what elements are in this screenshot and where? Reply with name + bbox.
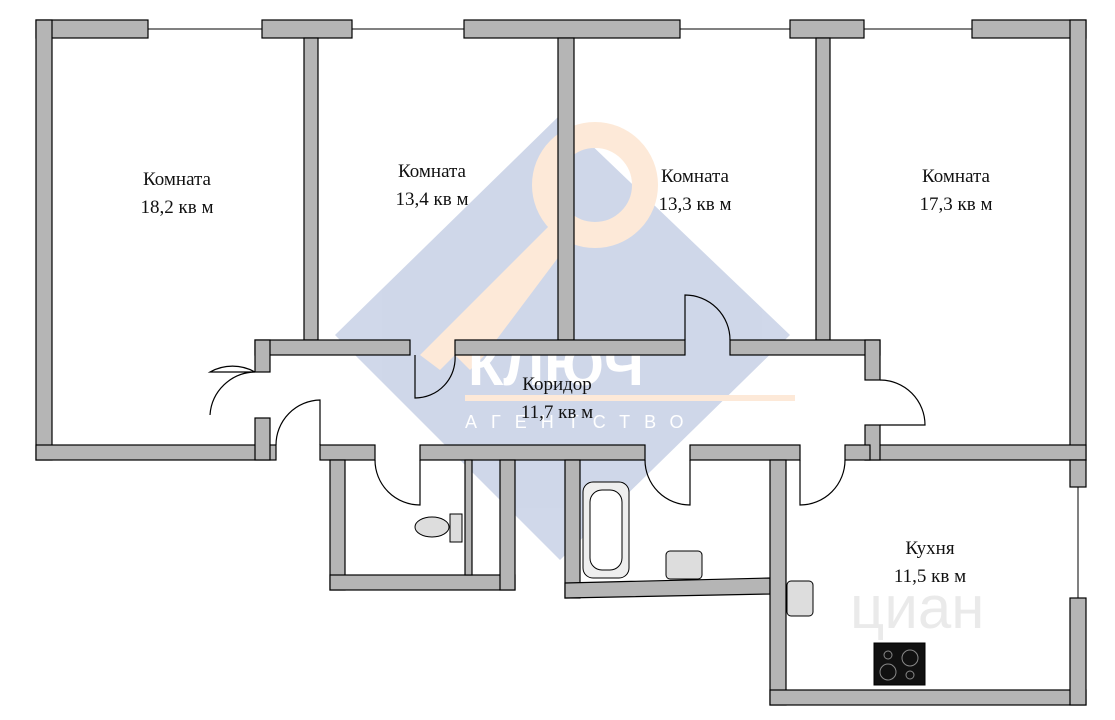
room-label: Комната 17,3 кв м	[886, 163, 1026, 219]
room-name: Комната	[143, 169, 211, 190]
doors	[207, 294, 926, 506]
cian-watermark: циан	[850, 574, 984, 641]
bathtub-icon	[582, 481, 630, 579]
room-area: 13,4 кв м	[395, 189, 469, 210]
room-area: 11,5 кв м	[893, 566, 967, 587]
room-label: Комната 13,3 кв м	[625, 163, 765, 219]
room-name: Комната	[922, 166, 990, 187]
stove-icon	[873, 642, 926, 686]
room-label: Комната 18,2 кв м	[107, 166, 247, 222]
svg-text:АГЕНТСТВО: АГЕНТСТВО	[465, 412, 698, 432]
room-area: 17,3 кв м	[919, 194, 993, 215]
room-area: 13,3 кв м	[658, 194, 732, 215]
kitchen-label: Кухня 11,5 кв м	[860, 535, 1000, 591]
windows	[148, 28, 1079, 598]
svg-text:циан: циан	[850, 574, 984, 641]
fixtures	[414, 481, 926, 686]
room-name: Комната	[398, 161, 466, 182]
room-name: Кухня	[905, 538, 955, 559]
room-area: 18,2 кв м	[140, 197, 214, 218]
room-name: Коридор	[522, 374, 592, 395]
corridor-label: Коридор 11,7 кв м	[487, 371, 627, 427]
kitchen-sink-icon	[786, 580, 814, 617]
toilet-icon	[414, 513, 463, 543]
room-label: Комната 13,4 кв м	[362, 158, 502, 214]
room-name: Комната	[661, 166, 729, 187]
sink-icon	[665, 550, 703, 580]
room-area: 11,7 кв м	[520, 402, 594, 423]
